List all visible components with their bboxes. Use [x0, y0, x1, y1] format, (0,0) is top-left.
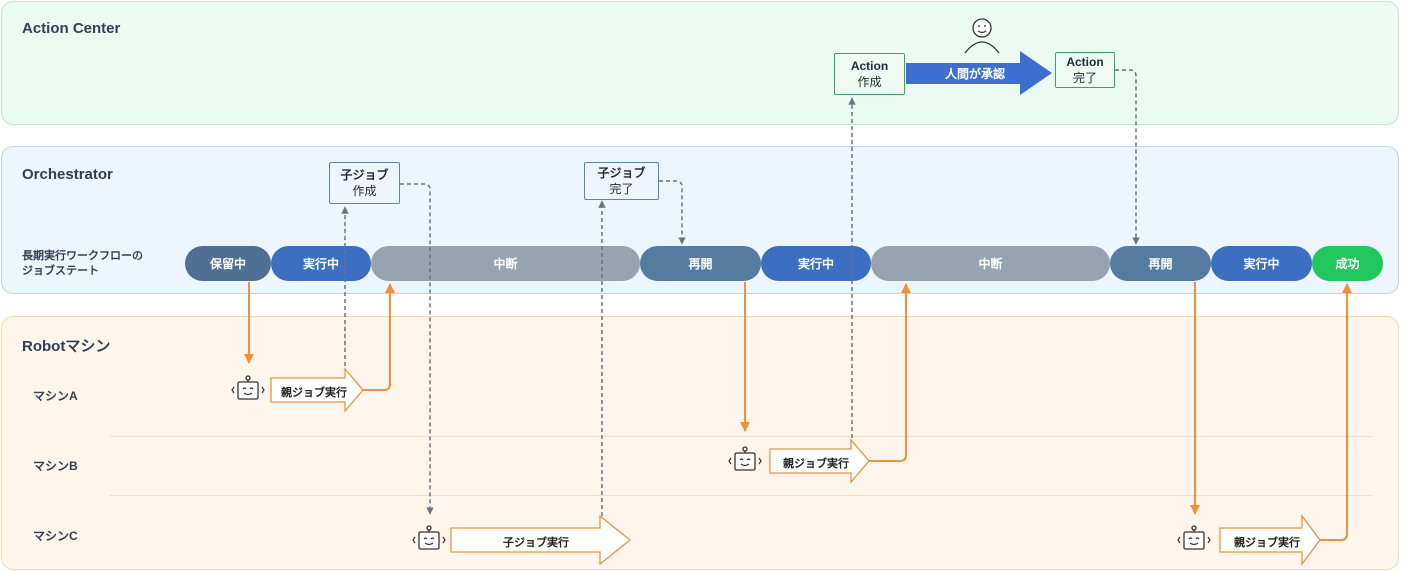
parent-job-c-label: 親ジョブ実行: [1234, 537, 1300, 549]
flow-a-to-suspend: [363, 283, 395, 391]
machine-label-c: マシンC: [33, 529, 78, 543]
row-separator: [110, 436, 1372, 437]
dash-child-create-to-c: [400, 183, 434, 515]
lane-title-robot: Robotマシン: [22, 338, 111, 355]
robot-icon: [1177, 525, 1211, 550]
parent-job-a-arrow: [270, 367, 364, 413]
lane-action-center: [1, 1, 1399, 125]
lane-title-orchestrator: Orchestrator: [22, 166, 113, 183]
state-resumed: 再開: [640, 246, 761, 281]
child-job-c-arrow: [450, 514, 632, 566]
state-success: 成功: [1312, 246, 1383, 281]
action-done-sub: 完了: [1072, 71, 1097, 85]
job-state-label: 長期実行ワークフローの ジョブステート: [22, 249, 143, 279]
child-job-create-title: 子ジョブ: [340, 168, 389, 182]
robot-icon: [412, 525, 446, 550]
parent-job-a-label: 親ジョブ実行: [281, 387, 347, 399]
dash-action-done-to-resume: [1115, 69, 1140, 245]
action-done-title: Action: [1066, 55, 1104, 69]
robot-icon: [728, 446, 762, 471]
action-create-title: Action: [850, 59, 889, 73]
action-create-box: Action 作成: [834, 53, 905, 95]
child-job-c-label: 子ジョブ実行: [503, 537, 569, 549]
parent-job-b-arrow: [769, 438, 870, 484]
state-running: 実行中: [271, 246, 371, 281]
action-done-box: Action 完了: [1055, 52, 1115, 88]
machine-label-b: マシンB: [33, 459, 78, 473]
row-separator: [110, 495, 1372, 496]
state-running: 実行中: [1211, 246, 1312, 281]
approve-arrow: [906, 51, 1052, 95]
child-job-done-sub: 完了: [609, 182, 634, 196]
machine-label-a: マシンA: [33, 389, 78, 403]
robot-icon: [231, 375, 265, 400]
child-job-done-box: 子ジョブ 完了: [584, 162, 659, 200]
dash-child-done-to-resume: [659, 180, 686, 245]
child-job-create-box: 子ジョブ 作成: [329, 162, 400, 204]
parent-job-c-arrow: [1219, 514, 1321, 566]
state-suspended: 中断: [371, 246, 640, 281]
state-hold: 保留中: [185, 246, 271, 281]
state-resumed: 再開: [1110, 246, 1211, 281]
child-job-create-sub: 作成: [352, 184, 377, 198]
job-state-label-line2: ジョブステート: [22, 265, 99, 277]
job-state-label-line1: 長期実行ワークフローの: [22, 250, 143, 262]
person-icon: [964, 18, 1000, 54]
parent-job-b-label: 親ジョブ実行: [783, 458, 849, 470]
flow-b-to-suspend: [869, 283, 911, 462]
approve-label: 人間が承認: [945, 67, 1006, 81]
state-suspended: 中断: [871, 246, 1110, 281]
lane-robot: [1, 316, 1399, 570]
child-job-done-title: 子ジョブ: [597, 166, 646, 180]
action-create-sub: 作成: [857, 75, 882, 89]
state-running: 実行中: [761, 246, 871, 281]
lane-title-action-center: Action Center: [22, 20, 121, 37]
flow-c-to-success: [1320, 283, 1352, 541]
